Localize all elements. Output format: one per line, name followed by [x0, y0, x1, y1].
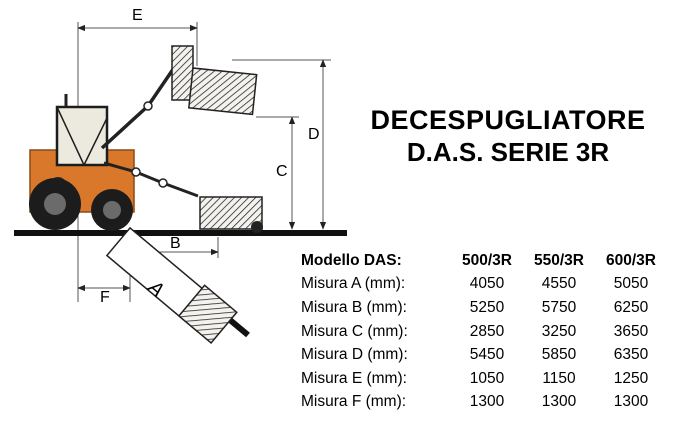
spec-table-header: Modello DAS: 500/3R 550/3R 600/3R [301, 249, 667, 273]
boom-joint [158, 178, 168, 188]
dim-label-f: F [100, 289, 110, 306]
row-label: Misura A (mm): [301, 275, 406, 293]
row-value: 6250 [613, 298, 649, 316]
row-value: 5450 [469, 346, 505, 364]
model-header-label: Modello DAS: [301, 251, 402, 269]
row-value: 1150 [542, 369, 576, 387]
table-row-misura-c: Misura C (mm): 2850 3250 3650 [301, 320, 667, 344]
mower-head-top [171, 45, 258, 116]
row-value: 4550 [541, 275, 577, 293]
mower-head-middle [199, 196, 263, 233]
mower-head-slope [177, 284, 238, 344]
row-value: 1300 [469, 393, 505, 411]
row-value: 3650 [613, 322, 649, 340]
dim-label-d: D [308, 126, 320, 143]
slope-arm [105, 226, 238, 344]
boom-arm-upper [100, 61, 180, 150]
row-value: 5250 [469, 298, 505, 316]
spec-table: Modello DAS: 500/3R 550/3R 600/3R Misura… [301, 249, 667, 414]
row-label: Misura E (mm): [301, 369, 407, 387]
row-value: 2850 [469, 322, 505, 340]
row-value: 1300 [613, 393, 649, 411]
table-row-misura-e: Misura E (mm): 1050 1150 1250 [301, 367, 667, 391]
dim-label-b: B [170, 235, 181, 252]
table-row-misura-a: Misura A (mm): 4050 4550 5050 [301, 273, 667, 297]
boom-joint [143, 101, 153, 111]
tractor [29, 94, 135, 231]
row-label: Misura F (mm): [301, 393, 407, 411]
dim-label-c: C [276, 163, 288, 180]
column-header-550: 550/3R [534, 251, 584, 269]
row-value: 1250 [613, 369, 649, 387]
table-row-misura-d: Misura D (mm): 5450 5850 6350 [301, 343, 667, 367]
product-title-line2: D.A.S. SERIE 3R [406, 136, 610, 167]
boom-arm-middle [103, 161, 199, 198]
row-value: 6350 [613, 346, 649, 364]
row-value: 1050 [469, 369, 505, 387]
row-value: 5750 [541, 298, 577, 316]
row-label: Misura C (mm): [301, 322, 408, 340]
row-value: 5050 [613, 275, 649, 293]
row-value: 5850 [541, 346, 577, 364]
product-title-line1: DECESPUGLIATORE [370, 105, 646, 135]
boom-joint [131, 167, 141, 177]
row-value: 1300 [541, 393, 577, 411]
dim-label-e: E [132, 7, 143, 24]
row-label: Misura D (mm): [301, 346, 408, 364]
tractor-cab [55, 105, 109, 167]
row-value: 3250 [541, 322, 577, 340]
dimension-diagram: E D C B F A [14, 7, 347, 344]
column-header-600: 600/3R [606, 251, 656, 269]
row-label: Misura B (mm): [301, 298, 407, 316]
column-header-500: 500/3R [462, 251, 512, 269]
table-row-misura-f: Misura F (mm): 1300 1300 1300 [301, 391, 667, 415]
table-row-misura-b: Misura B (mm): 5250 5750 6250 [301, 296, 667, 320]
product-title: DECESPUGLIATORE D.A.S. SERIE 3R [348, 104, 668, 169]
row-value: 4050 [469, 275, 505, 293]
